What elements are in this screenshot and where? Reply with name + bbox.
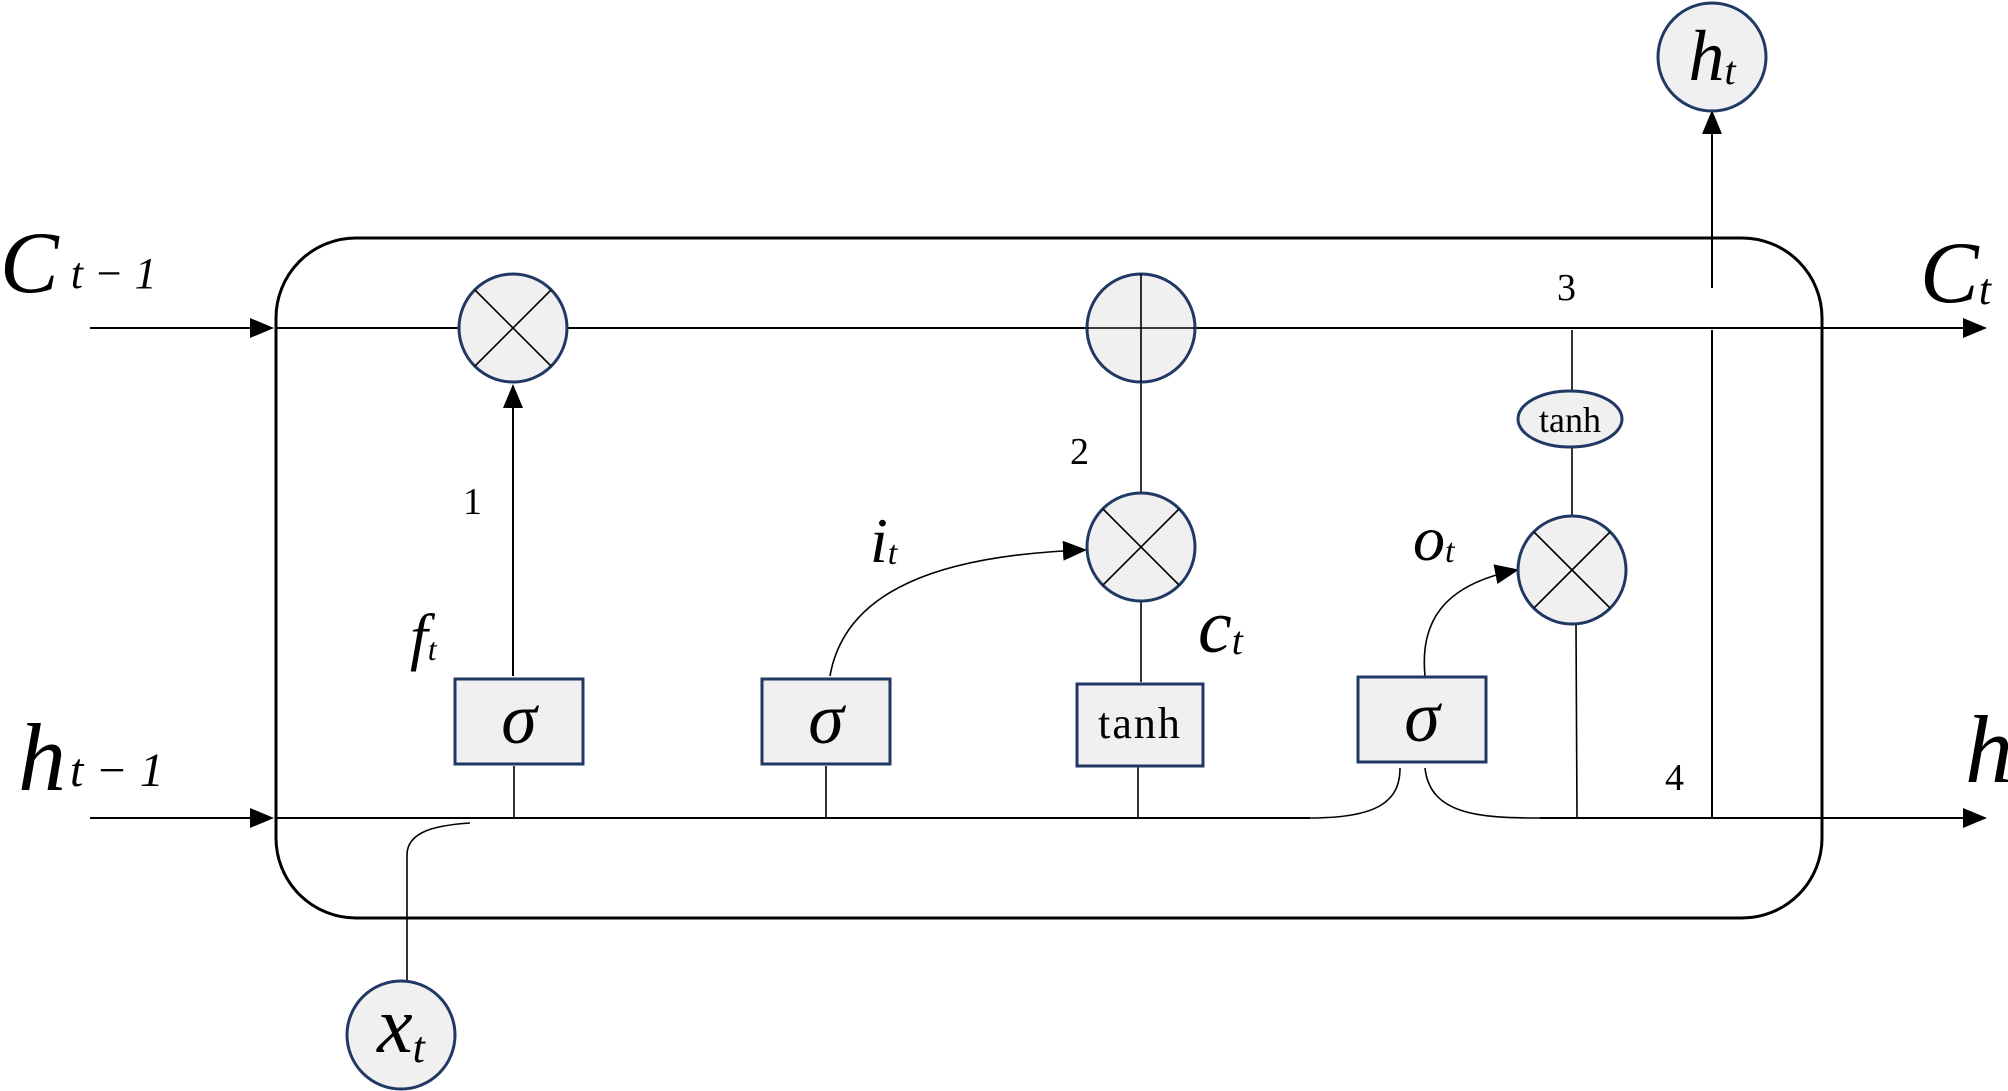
cell-tanh-symbol: tanh: [1539, 400, 1601, 440]
forget-subscript: t: [428, 631, 438, 667]
candidate-subscript: t: [1232, 618, 1244, 663]
svg-text:xt: xt: [376, 982, 427, 1072]
svg-text:it: it: [870, 505, 899, 576]
candidate-gate: tanh: [1075, 682, 1205, 768]
step-number-1: 1: [463, 481, 482, 523]
cell-prev-subscript: t − 1: [71, 249, 157, 298]
step-number-4: 4: [1665, 757, 1684, 799]
forget-gate: σ: [453, 677, 585, 766]
top-hidden-label: h: [1688, 16, 1724, 96]
input-label: i: [870, 505, 888, 576]
svg-text:ct: ct: [1198, 585, 1244, 669]
hidden-prev-label: h: [18, 704, 66, 811]
candidate-label: c: [1198, 585, 1232, 669]
input-gate-to-mult-arrow: [829, 540, 1087, 677]
output-multiply-node: [1516, 514, 1628, 626]
output-gate-to-mult-arrow: [1423, 564, 1519, 677]
forget-gate-symbol: σ: [501, 679, 539, 759]
hidden-prev-subscript: t − 1: [70, 744, 164, 797]
cell-prev-label: C: [0, 215, 60, 312]
step-number-3: 3: [1557, 267, 1576, 309]
x-input-curve: [406, 822, 471, 980]
cell-tanh-gate: tanh: [1516, 389, 1624, 449]
top-hidden-subscript: t: [1724, 48, 1736, 93]
cell-output-subscript: t: [1979, 265, 1993, 314]
multiply-icon: [1533, 531, 1611, 609]
x-input-node: xt: [345, 979, 457, 1091]
svg-text:ht: ht: [1965, 696, 2008, 803]
output-gate-to-right-curve: [1424, 767, 1541, 819]
candidate-gate-symbol: tanh: [1098, 699, 1182, 748]
add-icon: [1087, 274, 1195, 382]
output-subscript: t: [1445, 533, 1456, 570]
cell-output-label: C: [1920, 225, 1980, 322]
x-input-label: x: [376, 982, 413, 1070]
x-input-subscript: t: [413, 1023, 427, 1072]
input-gate: σ: [760, 677, 892, 766]
input-subscript: t: [888, 535, 899, 572]
svg-text:ot: ot: [1413, 503, 1456, 574]
hidden-output-top-node: ht: [1656, 1, 1768, 113]
svg-text:Ct: Ct: [1920, 225, 1993, 322]
step-number-2: 2: [1070, 431, 1089, 473]
svg-text:Ct − 1: Ct − 1: [0, 215, 157, 312]
input-gate-symbol: σ: [808, 679, 846, 759]
lstm-cell-boundary: [274, 236, 1824, 920]
output-gate-symbol: σ: [1404, 677, 1442, 757]
output-gate: σ: [1356, 675, 1488, 764]
svg-text:ht − 1: ht − 1: [18, 704, 164, 811]
mult-to-bus: [1575, 624, 1578, 819]
bus-to-output-gate-curve: [1309, 767, 1401, 819]
forget-multiply-node: [457, 272, 569, 384]
output-label: o: [1413, 503, 1445, 574]
svg-text:ht: ht: [1688, 16, 1736, 96]
hidden-output-label: h: [1965, 696, 2008, 803]
svg-text:ft: ft: [410, 601, 438, 672]
cell-add-node: [1085, 272, 1197, 384]
input-multiply-node: [1085, 491, 1197, 603]
multiply-icon: [474, 289, 552, 367]
multiply-icon: [1102, 508, 1180, 586]
